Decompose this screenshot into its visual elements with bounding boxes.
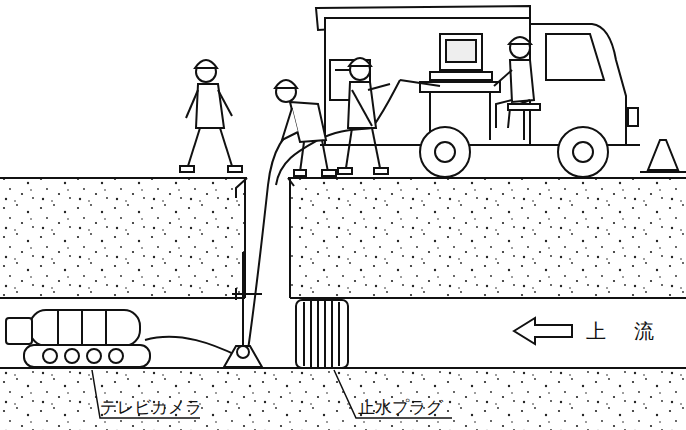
part-label: 止水プラグ [358,399,443,416]
worker [180,60,242,172]
tv-camera [6,310,150,367]
traffic-cone [640,140,686,172]
flow-arrow [514,318,572,344]
ground-lines [0,178,686,368]
soil [0,178,686,430]
leader-line [92,370,452,418]
water-stop-plug [296,300,348,368]
worker [275,80,336,176]
inspection-truck [316,6,640,177]
cable [145,80,440,356]
guide-pulley-stand [224,252,262,367]
part-label: テレビカメラ [100,399,202,416]
part-label: 上流 [586,321,682,341]
worker [338,58,390,174]
